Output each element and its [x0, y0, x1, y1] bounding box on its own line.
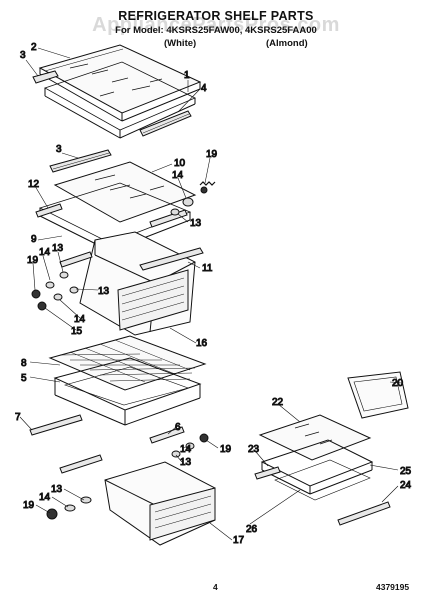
- page-number: 4: [213, 582, 218, 592]
- callout-14-lower: 14: [39, 492, 51, 503]
- upper-roller-14: [182, 197, 194, 207]
- callout-6: 6: [175, 422, 181, 433]
- callout-24: 24: [400, 480, 412, 491]
- callout-7: 7: [15, 412, 21, 423]
- callout-13-left: 13: [52, 243, 64, 254]
- page-title: REFRIGERATOR SHELF PARTS: [118, 9, 314, 23]
- document-number: 4379195: [376, 582, 410, 592]
- callout-13-lower: 13: [51, 484, 63, 495]
- crisper-frame: [53, 357, 202, 426]
- variant-almond-label: (Almond): [266, 38, 308, 49]
- crisper-cover-support: [139, 247, 204, 271]
- callout-8: 8: [21, 358, 27, 369]
- door-bin-20: [347, 371, 409, 419]
- callout-19-right: 19: [220, 444, 232, 455]
- callout-12: 12: [28, 179, 40, 190]
- callout-19-lower: 19: [23, 500, 35, 511]
- variant-white-label: (White): [164, 38, 197, 49]
- callout-25: 25: [400, 466, 412, 477]
- callout-11: 11: [202, 263, 213, 274]
- callout-labels: 1 2 3 4 3 10 19 14 12 13 9 13 14 19 11 1…: [15, 42, 413, 547]
- callout-17: 17: [233, 535, 245, 546]
- lower-left-hardware: [31, 271, 79, 311]
- middle-trim-back: [49, 149, 112, 173]
- callout-2: 2: [31, 42, 37, 53]
- callout-22: 22: [272, 397, 284, 408]
- leader-lines: [19, 47, 403, 541]
- callout-14-left: 14: [39, 247, 51, 258]
- callout-10: 10: [174, 158, 186, 169]
- wire-grid-cover: [48, 335, 207, 391]
- lower-slide-track-7: [29, 414, 83, 436]
- lower-slide-track-6: [149, 426, 185, 444]
- callout-14-mid: 14: [74, 314, 86, 325]
- callout-16: 16: [196, 338, 208, 349]
- left-slide-track: [59, 251, 93, 268]
- callout-3-mid: 3: [56, 144, 62, 155]
- lower-left-slide: [59, 454, 103, 474]
- callout-14-right: 14: [180, 444, 192, 455]
- top-trim-front: [139, 110, 192, 137]
- callout-19-upper: 19: [206, 149, 218, 160]
- top-shelf-frame: [44, 61, 196, 139]
- upper-spring-19: [199, 181, 216, 194]
- callout-9: 9: [31, 234, 37, 245]
- lower-left-hardware-2: [46, 496, 92, 520]
- lower-crisper-pan: [104, 461, 216, 546]
- callout-23: 23: [248, 444, 260, 455]
- callout-5: 5: [21, 373, 27, 384]
- upper-bracket-13: [170, 208, 180, 216]
- small-shelf-trim: [254, 466, 391, 526]
- callout-13-mid: 13: [98, 286, 110, 297]
- callout-19-left: 19: [27, 255, 39, 266]
- callout-13-upper: 13: [190, 218, 202, 229]
- callout-13-right: 13: [180, 457, 192, 468]
- middle-glass-shelf: [53, 161, 197, 223]
- top-trim-left: [32, 70, 59, 84]
- callout-14-upper: 14: [172, 170, 184, 181]
- model-subtitle: For Model: 4KSRS25FAW00, 4KSRS25FAA00: [115, 25, 317, 36]
- callout-15: 15: [71, 326, 83, 337]
- upper-crisper-pan: [79, 231, 196, 336]
- callout-26: 26: [246, 524, 258, 535]
- callout-3-top: 3: [20, 50, 26, 61]
- callout-20: 20: [392, 378, 404, 389]
- callout-4: 4: [201, 83, 207, 94]
- callout-1: 1: [184, 70, 190, 81]
